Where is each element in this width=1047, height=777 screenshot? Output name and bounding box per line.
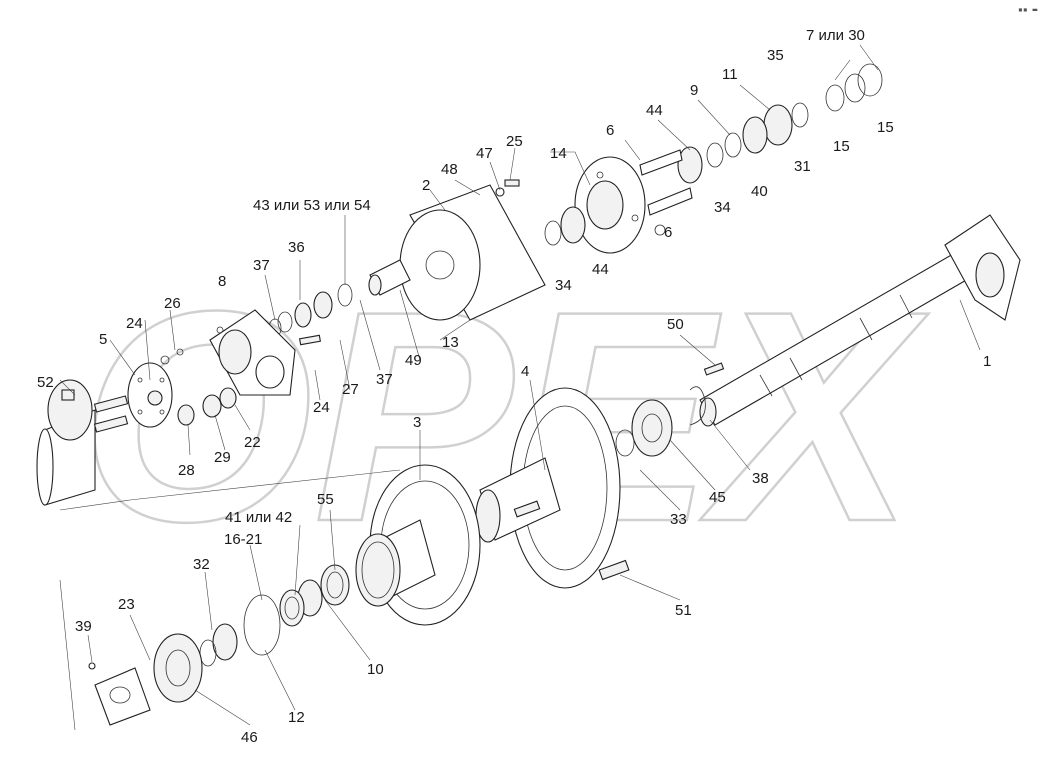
label-46: 46 — [241, 729, 258, 746]
label-1: 1 — [983, 353, 991, 370]
label-43-53-54: 43 или 53 или 54 — [253, 197, 371, 214]
label-27: 27 — [342, 381, 359, 398]
part-lower-bearings — [88, 564, 350, 726]
label-45: 45 — [709, 489, 726, 506]
label-22: 22 — [244, 434, 261, 451]
label-24-left: 24 — [126, 315, 143, 332]
label-16-21: 16-21 — [224, 531, 262, 548]
label-47: 47 — [476, 145, 493, 162]
label-2: 2 — [422, 177, 430, 194]
label-29: 29 — [214, 449, 231, 466]
label-31: 31 — [794, 158, 811, 175]
label-24-lower: 24 — [313, 399, 330, 416]
label-26: 26 — [164, 295, 181, 312]
label-37-upper: 37 — [253, 257, 270, 274]
label-48: 48 — [441, 161, 458, 178]
label-34-top: 34 — [714, 199, 731, 216]
label-49: 49 — [405, 352, 422, 369]
part-small-nuts — [160, 348, 237, 426]
label-40: 40 — [751, 183, 768, 200]
label-50: 50 — [667, 316, 684, 333]
label-23: 23 — [118, 596, 135, 613]
label-4: 4 — [521, 363, 529, 380]
label-28: 28 — [178, 462, 195, 479]
label-12: 12 — [288, 709, 305, 726]
label-11: 11 — [722, 66, 738, 83]
label-38: 38 — [752, 470, 769, 487]
label-55: 55 — [317, 491, 334, 508]
part-shaft — [699, 214, 1021, 427]
label-5: 5 — [99, 331, 107, 348]
part-flange-5 — [127, 362, 173, 428]
part-pulley-3 — [355, 464, 481, 626]
part-pulley-4 — [475, 387, 621, 589]
label-35: 35 — [767, 47, 784, 64]
label-44-top: 44 — [646, 102, 663, 119]
part-bearing-45 — [615, 362, 725, 457]
label-8: 8 — [218, 273, 226, 290]
part-housing-2 — [399, 179, 546, 321]
part-shaft-13 — [368, 259, 411, 296]
label-37-lower: 37 — [376, 371, 393, 388]
label-3: 3 — [413, 414, 421, 431]
label-6-top: 6 — [606, 122, 614, 139]
label-14: 14 — [550, 145, 567, 162]
part-key-51 — [598, 559, 630, 581]
part-bracket-8 — [209, 309, 296, 396]
part-upper-bearings — [639, 63, 883, 216]
label-25: 25 — [506, 133, 523, 150]
part-motor-52 — [36, 379, 129, 506]
label-44-mid: 44 — [592, 261, 609, 278]
label-6-bottom: 6 — [664, 224, 672, 241]
label-51: 51 — [675, 602, 692, 619]
label-41-42: 41 или 42 — [225, 509, 292, 526]
label-7-30: 7 или 30 — [806, 27, 865, 44]
corner-mark: ▪▪ ▬ — [1018, 5, 1037, 14]
label-15-b: 15 — [833, 138, 850, 155]
label-9: 9 — [690, 82, 698, 99]
label-13: 13 — [442, 334, 459, 351]
label-39: 39 — [75, 618, 92, 635]
part-flange-14 — [544, 156, 666, 254]
label-34-mid: 34 — [555, 277, 572, 294]
label-32: 32 — [193, 556, 210, 573]
label-10: 10 — [367, 661, 384, 678]
leader-lines — [59, 44, 981, 731]
callout-labels: 7 или 30 35 11 9 44 6 25 47 48 14 2 43 и… — [37, 27, 991, 746]
label-15-a: 15 — [877, 119, 894, 136]
label-33: 33 — [670, 511, 687, 528]
label-36: 36 — [288, 239, 305, 256]
label-52: 52 — [37, 374, 54, 391]
